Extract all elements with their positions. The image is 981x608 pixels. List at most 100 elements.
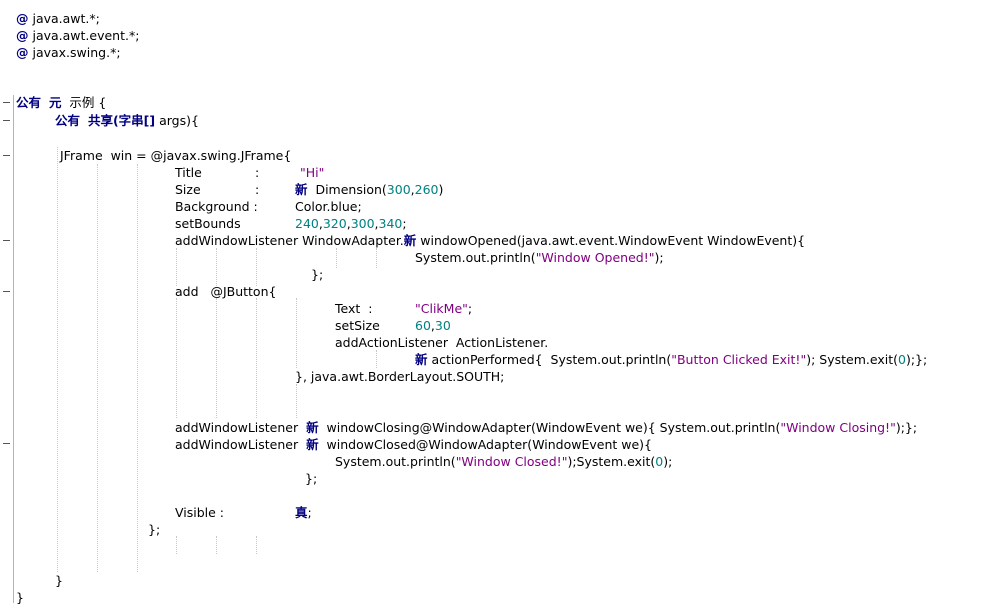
code-token: } <box>55 573 63 588</box>
indent-guide <box>296 298 298 368</box>
code-line: Title <box>175 164 202 181</box>
fold-toggle-icon[interactable] <box>3 120 10 122</box>
code-token: 320 <box>322 216 347 231</box>
indent-guide <box>216 536 218 554</box>
code-line: @ java.awt.event.*; <box>16 27 139 44</box>
code-token: 0 <box>897 352 906 367</box>
indent-guide <box>296 384 298 418</box>
indent-guide <box>57 147 59 572</box>
code-line: @ javax.swing.*; <box>16 44 121 61</box>
code-token: windowOpened(java.awt.event.WindowEvent … <box>416 233 806 248</box>
code-token: Size <box>175 182 201 197</box>
code-line: : <box>255 181 259 198</box>
code-token: } <box>16 590 24 605</box>
code-line: 公有 共享(字串[] args){ <box>55 112 199 129</box>
code-token: 340 <box>378 216 403 231</box>
fold-toggle-icon[interactable] <box>3 155 10 157</box>
indent-guide <box>137 164 139 572</box>
indent-guide <box>256 536 258 554</box>
code-token: System.out.println( <box>335 454 456 469</box>
code-token: , <box>430 318 435 333</box>
code-token: Dimension( <box>307 182 387 197</box>
code-token: 30 <box>434 318 451 333</box>
code-token: 共享(字串[] <box>87 113 156 128</box>
code-token: "Button Clicked Exit!" <box>671 352 807 367</box>
code-token: , <box>318 216 323 231</box>
indent-guide <box>216 298 218 418</box>
code-token: addWindowListener WindowAdapter. <box>175 233 404 248</box>
code-line: }; <box>305 470 317 487</box>
code-token: : <box>255 182 260 197</box>
code-line: 新 actionPerformed{ System.out.println("B… <box>415 351 927 368</box>
code-token: "Window Closing!" <box>780 420 896 435</box>
code-token: );}; <box>905 352 928 367</box>
code-token: args){ <box>155 113 199 128</box>
code-line: JFrame win = @javax.swing.JFrame{ <box>60 147 291 164</box>
code-token <box>41 95 49 110</box>
code-token: "ClikMe" <box>415 301 468 316</box>
indent-guide <box>256 248 258 286</box>
code-token: JFrame win = @javax.swing.JFrame{ <box>60 148 292 163</box>
code-token: java.awt.event.*; <box>28 28 140 43</box>
fold-toggle-icon[interactable] <box>3 443 10 445</box>
code-line: Color.blue; <box>295 198 362 215</box>
indent-guide <box>376 350 378 368</box>
code-line: } <box>55 572 63 589</box>
code-line: 公有 元 示例 { <box>16 94 106 111</box>
code-token: ); <box>654 250 664 265</box>
code-line: } <box>16 589 24 606</box>
code-token: );}; <box>895 420 918 435</box>
indent-guide <box>176 248 178 286</box>
indent-guide <box>376 248 378 268</box>
code-token: ) <box>438 182 444 197</box>
code-line: 240,320,300,340; <box>295 215 407 232</box>
code-token: }; <box>311 267 324 282</box>
code-token: Background : <box>175 199 258 214</box>
code-line: addWindowListener 新 windowClosing@Window… <box>175 419 917 436</box>
fold-toggle-icon[interactable] <box>3 291 10 293</box>
indent-guide <box>336 248 338 268</box>
code-token: , <box>410 182 415 197</box>
code-token: @ <box>16 45 29 60</box>
code-line: }, java.awt.BorderLayout.SOUTH; <box>295 368 504 385</box>
code-line: }; <box>148 521 160 538</box>
code-token: Title <box>175 165 202 180</box>
code-token: 元 <box>48 95 62 110</box>
code-line: Text : <box>335 300 372 317</box>
code-token: ; <box>402 216 407 231</box>
code-line: setSize <box>335 317 380 334</box>
code-token: , <box>374 216 379 231</box>
code-token: windowClosed@WindowAdapter(WindowEvent w… <box>318 437 653 452</box>
code-token: ; <box>467 301 473 316</box>
code-token: 新 <box>415 352 428 367</box>
code-line: setBounds <box>175 215 241 232</box>
code-line: add @JButton{ <box>175 283 276 300</box>
code-token: ); System.exit( <box>806 352 898 367</box>
code-token: 300 <box>350 216 375 231</box>
code-token: windowClosing@WindowAdapter(WindowEvent … <box>318 420 781 435</box>
code-token: "Hi" <box>300 165 325 180</box>
code-token: setBounds <box>175 216 241 231</box>
code-token: Text : <box>335 301 373 316</box>
code-line: System.out.println("Window Closed!");Sys… <box>335 453 672 470</box>
code-token: javax.swing.*; <box>28 45 121 60</box>
code-token: Visible : <box>175 505 225 520</box>
code-line: Visible : <box>175 504 224 521</box>
code-line: "ClikMe"; <box>415 300 472 317</box>
code-token: );System.exit( <box>567 454 656 469</box>
code-token: 新 <box>295 182 308 197</box>
code-line: }; <box>311 266 323 283</box>
fold-toggle-icon[interactable] <box>3 102 10 104</box>
code-line: addWindowListener WindowAdapter.新 window… <box>175 232 805 249</box>
code-line: Size <box>175 181 201 198</box>
indent-guide <box>176 536 178 554</box>
code-token: ; <box>307 505 312 520</box>
fold-toggle-icon[interactable] <box>3 240 10 242</box>
code-token: ); <box>663 454 673 469</box>
code-line: "Hi" <box>300 164 324 181</box>
code-token: addWindowListener <box>175 420 307 435</box>
code-token: }; <box>305 471 318 486</box>
indent-guide <box>176 298 178 418</box>
code-token: Color.blue; <box>295 199 362 214</box>
